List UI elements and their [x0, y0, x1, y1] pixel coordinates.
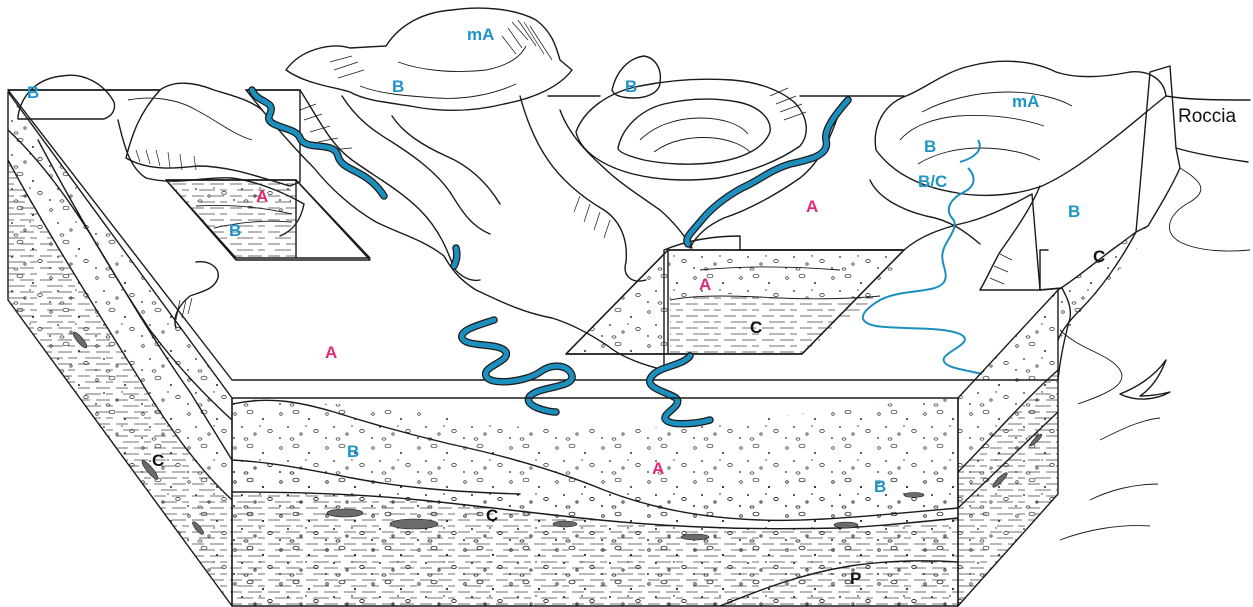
block-right-face: [958, 290, 1058, 606]
label-a-front: A: [652, 459, 664, 478]
moraine-amphitheater: [576, 79, 806, 180]
lake-shoreline: [1060, 168, 1250, 540]
label-ma-center: mA: [467, 25, 494, 44]
label-b-front-right: B: [874, 477, 886, 496]
label-a-plain: A: [325, 343, 337, 362]
label-b-right-hill: B: [924, 137, 936, 156]
river-central: [454, 248, 572, 412]
block-right-upper-wedge: [1058, 226, 1148, 340]
label-p-front: P: [850, 569, 861, 588]
label-c-left-face: C: [152, 451, 164, 470]
label-b-center-right: B: [625, 77, 637, 96]
label-b-upper-left: B: [27, 83, 39, 102]
label-b-front: B: [347, 442, 359, 461]
label-a-right-surface: A: [806, 197, 818, 216]
label-a-pit-left: A: [256, 187, 268, 206]
label-bc-right: B/C: [918, 172, 947, 191]
label-b-pit-left: B: [229, 221, 241, 240]
label-roccia: Roccia: [1178, 106, 1237, 127]
label-c-pit-center: C: [750, 318, 762, 337]
label-c-front: C: [486, 506, 498, 525]
label-ma-right: mA: [1012, 92, 1039, 111]
label-a-pit-center: A: [699, 275, 711, 294]
terrace-scarp-left-lower: [175, 262, 218, 328]
valley-scarp-central: [300, 90, 692, 281]
excavation-pit-center: [566, 250, 904, 354]
label-b-center-hill: B: [392, 77, 404, 96]
terrace-step-right: [980, 250, 1062, 290]
label-c-right-wedge: C: [1093, 247, 1105, 266]
bedrock-cliff: [1136, 66, 1248, 232]
block-left-face: [8, 92, 232, 606]
moraine-hill-center: [286, 8, 572, 110]
label-b-right-wedge: B: [1068, 202, 1080, 221]
